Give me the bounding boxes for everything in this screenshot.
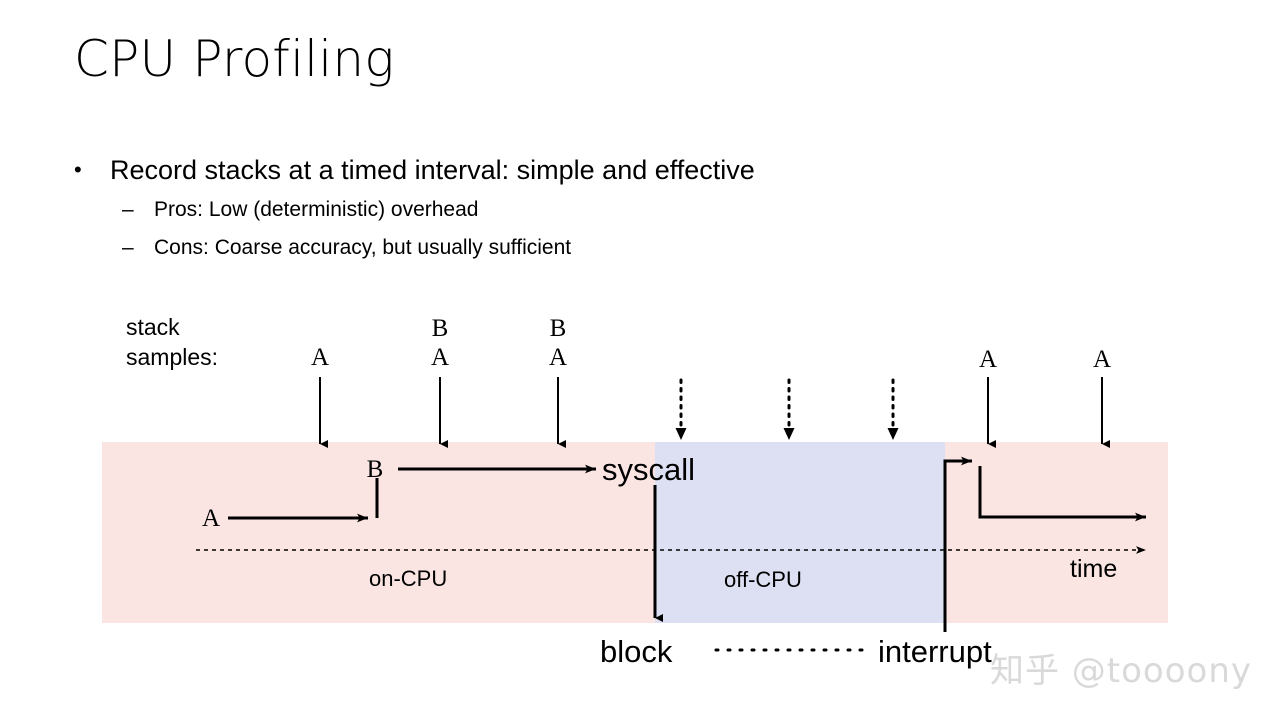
bullet-list: • Record stacks at a timed interval: sim… — [68, 152, 1068, 264]
bullet-item-1: • Record stacks at a timed interval: sim… — [68, 152, 1068, 188]
block-label: block — [600, 634, 673, 669]
interrupt-label: interrupt — [878, 634, 992, 669]
stack-sample-3-label: B A — [548, 315, 568, 371]
stack-sample-7-label: A — [978, 346, 998, 373]
bullet-item-2: – Pros: Low (deterministic) overhead — [68, 193, 1068, 226]
sample-arrow-6-head — [887, 428, 899, 440]
sample-arrow-4-head — [675, 428, 687, 440]
stack-sample-2-label: B A — [430, 315, 450, 371]
sample-arrow-5-head — [783, 428, 795, 440]
bullet-marker: – — [122, 198, 134, 221]
region-on-cpu-right — [945, 442, 1168, 623]
resume-path — [978, 466, 1146, 522]
time-axis-label: time — [1070, 555, 1118, 583]
bullet-marker: – — [122, 236, 134, 259]
function-b-label: B — [366, 456, 384, 483]
bullet-text: Cons: Coarse accuracy, but usually suffi… — [154, 236, 572, 259]
page-title: CPU Profiling — [74, 30, 395, 88]
bullet-item-3: – Cons: Coarse accuracy, but usually suf… — [68, 231, 1068, 264]
off-cpu-label: off-CPU — [724, 567, 802, 592]
interrupt-arrow — [943, 456, 972, 632]
stack-sample-1-label: A — [310, 344, 330, 371]
function-a-label: A — [201, 505, 221, 532]
region-off-cpu — [655, 442, 945, 623]
bullet-marker: • — [74, 157, 82, 182]
region-on-cpu-left — [102, 442, 655, 623]
stack-samples-label: stack samples: — [126, 314, 219, 370]
bullet-text: Pros: Low (deterministic) overhead — [154, 198, 479, 221]
stack-sample-8-label: A — [1092, 346, 1112, 373]
bullet-text: Record stacks at a timed interval: simpl… — [110, 155, 755, 185]
on-cpu-label: on-CPU — [369, 566, 448, 591]
syscall-label: syscall — [602, 452, 696, 487]
